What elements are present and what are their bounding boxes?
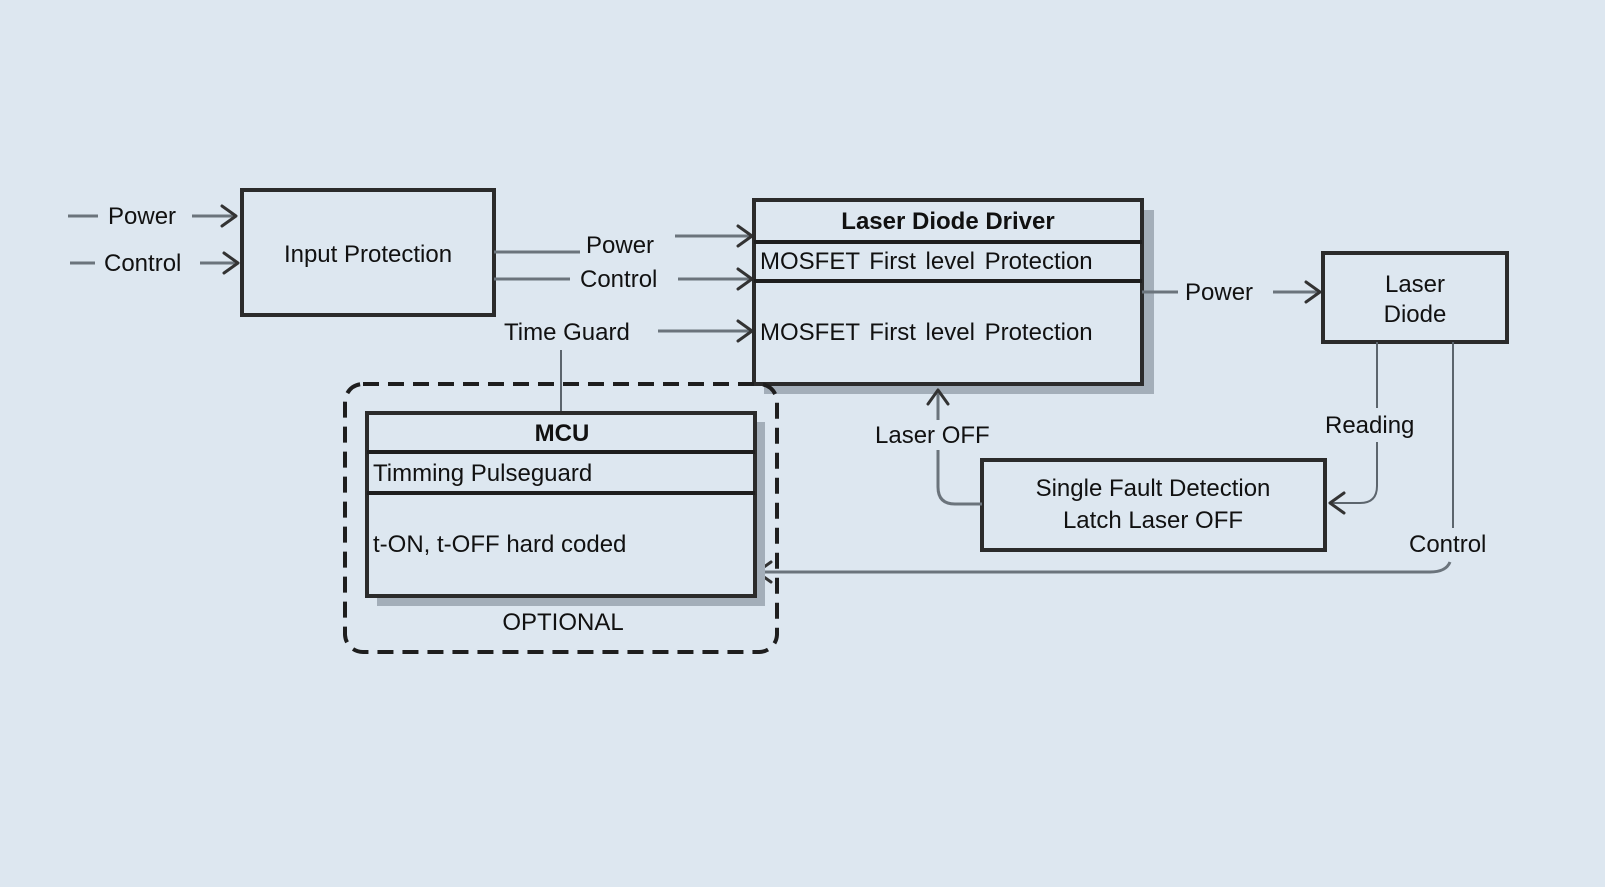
input-power-label: Power — [108, 203, 176, 230]
input-protection-block: Input Protection — [240, 188, 496, 317]
laser-diode-line-2: Diode — [1384, 301, 1447, 328]
link-laser-off: Laser OFF — [875, 388, 990, 506]
driver-row-2: MOSFET First level Protection — [760, 319, 1093, 346]
input-control-signal: Control — [70, 250, 240, 277]
mcu-block: MCU Timming Pulseguard t-ON, t-OFF hard … — [365, 411, 765, 606]
optional-group: OPTIONAL — [343, 382, 779, 654]
laser-diode-block: Laser Diode — [1321, 251, 1509, 344]
fault-detection-line-1: Single Fault Detection — [1036, 475, 1271, 502]
link-control-label: Control — [580, 266, 657, 293]
mcu-row-1: Timming Pulseguard — [373, 460, 592, 487]
input-protection-label: Input Protection — [284, 241, 452, 268]
input-control-label: Control — [104, 250, 181, 277]
optional-label: OPTIONAL — [502, 609, 623, 636]
arrow-head-icon — [1304, 280, 1322, 304]
link-power-to-laser: Power — [1142, 279, 1322, 306]
mcu-title: MCU — [535, 420, 590, 447]
driver-title: Laser Diode Driver — [841, 208, 1054, 235]
link-power-label: Power — [586, 232, 654, 259]
fault-detection-block: Single Fault Detection Latch Laser OFF — [980, 458, 1327, 552]
reading-label: Reading — [1325, 412, 1414, 439]
control-feedback-label: Control — [1409, 531, 1486, 558]
link-control-feedback: Control — [755, 342, 1486, 584]
link-control-to-driver: Control — [494, 266, 754, 293]
power-to-laser-label: Power — [1185, 279, 1253, 306]
fault-detection-line-2: Latch Laser OFF — [1063, 507, 1243, 534]
laser-off-label: Laser OFF — [875, 422, 990, 449]
arrow-head-icon — [926, 388, 950, 406]
input-power-signal: Power — [68, 203, 238, 230]
time-guard-label: Time Guard — [504, 319, 630, 346]
driver-row-1: MOSFET First level Protection — [760, 248, 1093, 275]
link-power-to-driver: Power — [494, 224, 754, 259]
laser-diode-driver-block: Laser Diode Driver MOSFET First level Pr… — [752, 198, 1154, 394]
arrow-head-icon — [1328, 491, 1346, 515]
mcu-row-2: t-ON, t-OFF hard coded — [373, 531, 626, 558]
link-reading: Reading — [1325, 342, 1414, 515]
link-time-guard: Time Guard — [504, 319, 754, 412]
arrow-head-icon — [220, 204, 238, 228]
arrow-head-icon — [222, 251, 240, 275]
laser-diode-line-1: Laser — [1385, 271, 1445, 298]
